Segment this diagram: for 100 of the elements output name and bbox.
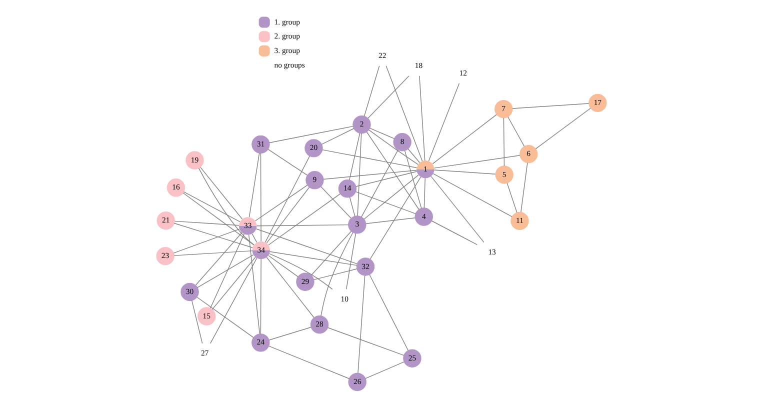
connector [369, 176, 421, 259]
connector [320, 232, 353, 316]
legend-label: 1. group [274, 16, 300, 26]
node-circle: 4 [414, 207, 432, 226]
connector [268, 254, 298, 276]
connector [260, 258, 261, 334]
connector [268, 192, 340, 245]
node-circle: 19 [185, 150, 204, 169]
connector [357, 274, 365, 373]
connector [255, 228, 357, 264]
connector [348, 196, 355, 216]
connector [354, 190, 416, 214]
connector [198, 167, 254, 245]
connector [534, 107, 590, 149]
node-circle: 31 [251, 134, 270, 154]
connector [423, 177, 425, 208]
node-circle: 29 [296, 272, 314, 290]
connector [430, 175, 484, 242]
node-circle: 14 [338, 179, 356, 198]
node-circle: 20 [304, 138, 322, 157]
connector [209, 257, 257, 344]
connector [210, 233, 244, 308]
node-circle: 17 [588, 93, 606, 112]
connector [432, 172, 512, 217]
node-circle: 26 [348, 372, 366, 391]
node-circle: 16 [166, 178, 185, 196]
connector [268, 250, 356, 266]
node-circle: 3 [348, 215, 366, 234]
connector [506, 182, 517, 212]
connector [266, 256, 314, 318]
legend-label: 3. group [274, 45, 300, 54]
connector [268, 326, 311, 340]
node-circle: 8 [392, 132, 411, 151]
connector [326, 326, 404, 356]
connector [310, 230, 352, 276]
connector [174, 220, 239, 226]
legend-label: 2. group [274, 31, 300, 40]
node-circle: 11 [510, 211, 528, 230]
node-circle: 5 [494, 165, 513, 184]
connector [432, 114, 496, 164]
node-text: 18 [414, 60, 422, 70]
connector [320, 128, 354, 144]
connector [267, 148, 308, 176]
connector [248, 152, 260, 217]
connector [173, 222, 252, 248]
connector [369, 127, 394, 138]
node-text: 12 [458, 68, 467, 77]
node-text: 27 [200, 348, 208, 358]
connector [268, 125, 353, 143]
node-text: 13 [488, 247, 496, 256]
connector [404, 150, 422, 208]
connector [200, 166, 242, 219]
connector [507, 116, 524, 146]
connector [368, 274, 408, 350]
connector [366, 131, 419, 210]
node-circle: 28 [310, 315, 328, 334]
node-circle: 7 [494, 100, 512, 118]
connector [433, 169, 496, 174]
connector [313, 268, 357, 280]
connector [182, 190, 240, 222]
connector [345, 232, 356, 290]
connector [191, 300, 202, 344]
node-circle: 21 [156, 210, 174, 230]
node-text: 10 [340, 294, 348, 303]
connector [512, 102, 589, 108]
connector [196, 296, 254, 338]
connector [407, 148, 420, 162]
node-circle: 2 [352, 115, 370, 134]
connector [502, 117, 504, 166]
connector [248, 234, 260, 334]
connector [322, 148, 417, 168]
connector [320, 186, 351, 218]
node-circle: 32 [356, 257, 374, 276]
connector [348, 132, 360, 180]
connector [182, 192, 254, 245]
connector [360, 149, 398, 217]
node-circle: 15 [197, 306, 216, 325]
connector [268, 345, 349, 378]
connector [363, 65, 380, 116]
connector [356, 132, 362, 216]
connector [322, 169, 416, 180]
node-circle: 30 [180, 282, 198, 301]
connector [433, 154, 520, 168]
connector [254, 184, 308, 221]
connector [367, 75, 409, 118]
connector [260, 152, 261, 242]
connector [364, 361, 404, 378]
connector [520, 162, 528, 212]
legend-label: no groups [274, 60, 304, 69]
connector [251, 233, 257, 242]
node-circle: 9 [305, 170, 324, 189]
connector [428, 82, 460, 161]
node-circle: 6 [519, 144, 538, 163]
connector [172, 228, 240, 253]
connector [268, 252, 332, 290]
connector [173, 250, 252, 256]
connector [194, 232, 242, 286]
connector [196, 254, 254, 288]
connector [256, 224, 348, 226]
node-circle: 24 [251, 333, 270, 352]
